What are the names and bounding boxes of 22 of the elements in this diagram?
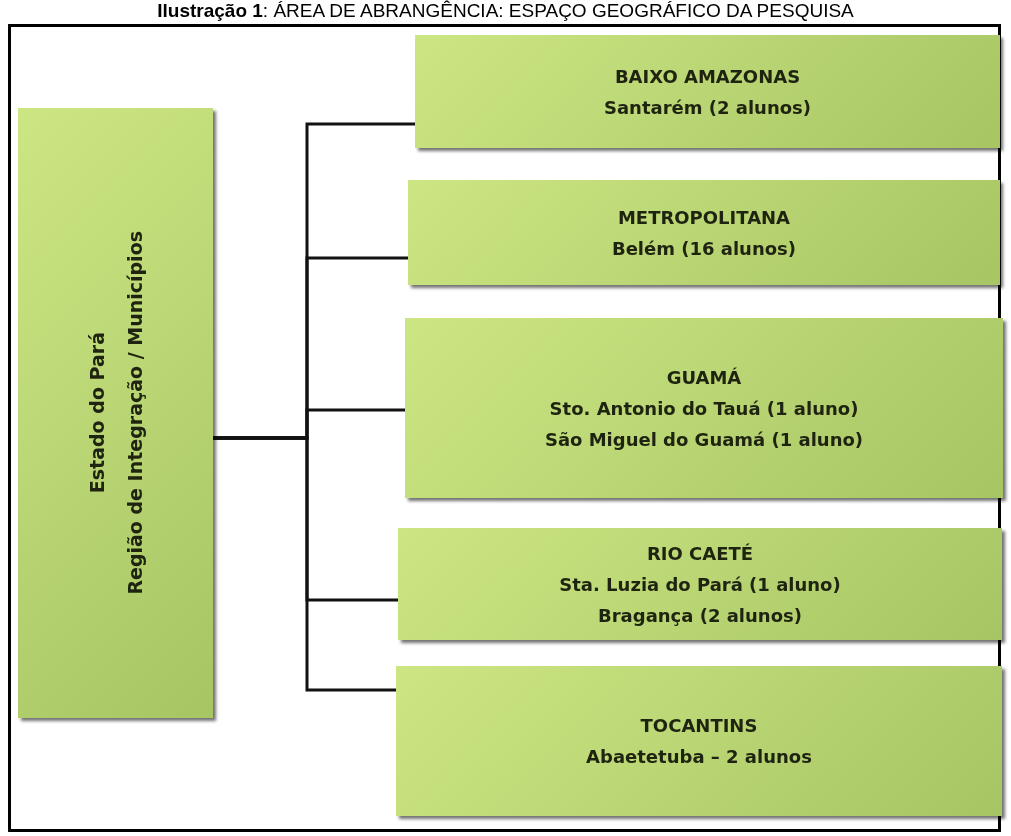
municipality-text: Santarém (2 alunos) <box>603 96 812 118</box>
region-box <box>415 35 1000 148</box>
region-name: GUAMÁ <box>666 366 742 388</box>
figure-title: Ilustração 1: ÁREA DE ABRANGÊNCIA: ESPAÇO GEOGRÁFICO DA PESQUISA <box>156 0 855 22</box>
municipality-text: Belém (16 alunos) <box>611 237 797 259</box>
region-name: METROPOLITANA <box>617 206 791 228</box>
region-box <box>396 666 1002 816</box>
region-name: TOCANTINS <box>640 715 758 736</box>
region-box <box>405 318 1003 498</box>
region-box <box>398 528 1002 640</box>
region-name: RIO CAETÉ <box>646 542 754 564</box>
municipality-text: Sta. Luzia do Pará (1 aluno) <box>559 573 841 595</box>
box-subtitle: Região de Integração / Municípios <box>123 231 146 595</box>
root-box <box>18 108 213 718</box>
municipality-text: Sto. Antonio do Tauá (1 aluno) <box>549 397 859 419</box>
municipality-text: Bragança (2 alunos) <box>598 604 802 626</box>
region-box <box>408 180 1000 285</box>
municipality-text: Abaetetuba – 2 alunos <box>586 746 812 767</box>
connector-line <box>213 436 396 692</box>
municipality-text: São Miguel do Guamá (1 aluno) <box>544 428 864 450</box>
region-name: BAIXO AMAZONAS <box>614 65 801 87</box>
box-title: Estado do Pará <box>85 332 108 494</box>
